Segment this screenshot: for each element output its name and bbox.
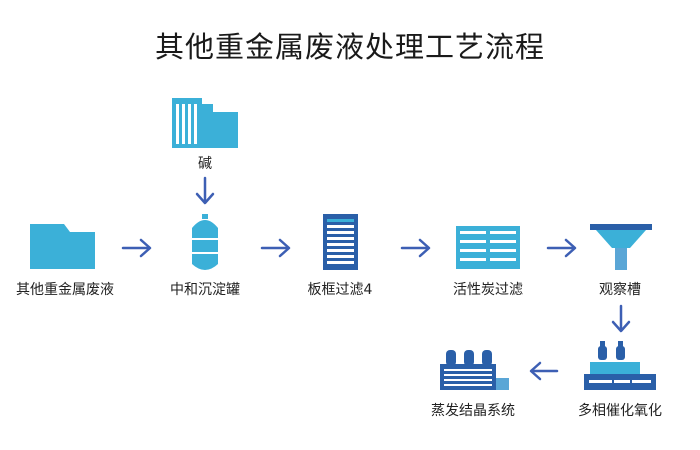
arrow-alkali-to-tank [195, 176, 215, 205]
carbon-filter-icon [456, 226, 520, 269]
diagram-title: 其他重金属废液处理工艺流程 [154, 30, 545, 64]
evaporator-icon [440, 350, 509, 390]
filter-press-icon [323, 214, 358, 270]
reactor-icon [584, 341, 656, 390]
label-carbon-filter: 活性炭过滤 [453, 282, 523, 298]
folder-icon [30, 224, 95, 269]
arrow-observation-to-oxidation [611, 304, 631, 333]
chemical-tank-icon [172, 98, 238, 148]
funnel-icon [590, 224, 652, 270]
arrow-wastewater-to-tank [121, 238, 152, 258]
label-observation-tank: 观察槽 [599, 282, 641, 298]
tank-icon [192, 214, 218, 270]
label-oxidation: 多相催化氧化 [578, 403, 662, 419]
label-evaporation: 蒸发结晶系统 [431, 403, 515, 419]
label-alkali: 碱 [198, 156, 212, 172]
label-neutralization-tank: 中和沉淀罐 [170, 282, 240, 298]
label-plate-filter: 板框过滤4 [307, 282, 373, 298]
label-wastewater: 其他重金属废液 [16, 282, 114, 298]
arrow-oxidation-to-evaporation [529, 361, 559, 381]
arrow-plate-to-carbon-filter [400, 238, 431, 258]
arrow-carbon-to-observation [546, 238, 577, 258]
arrow-tank-to-plate-filter [260, 238, 291, 258]
